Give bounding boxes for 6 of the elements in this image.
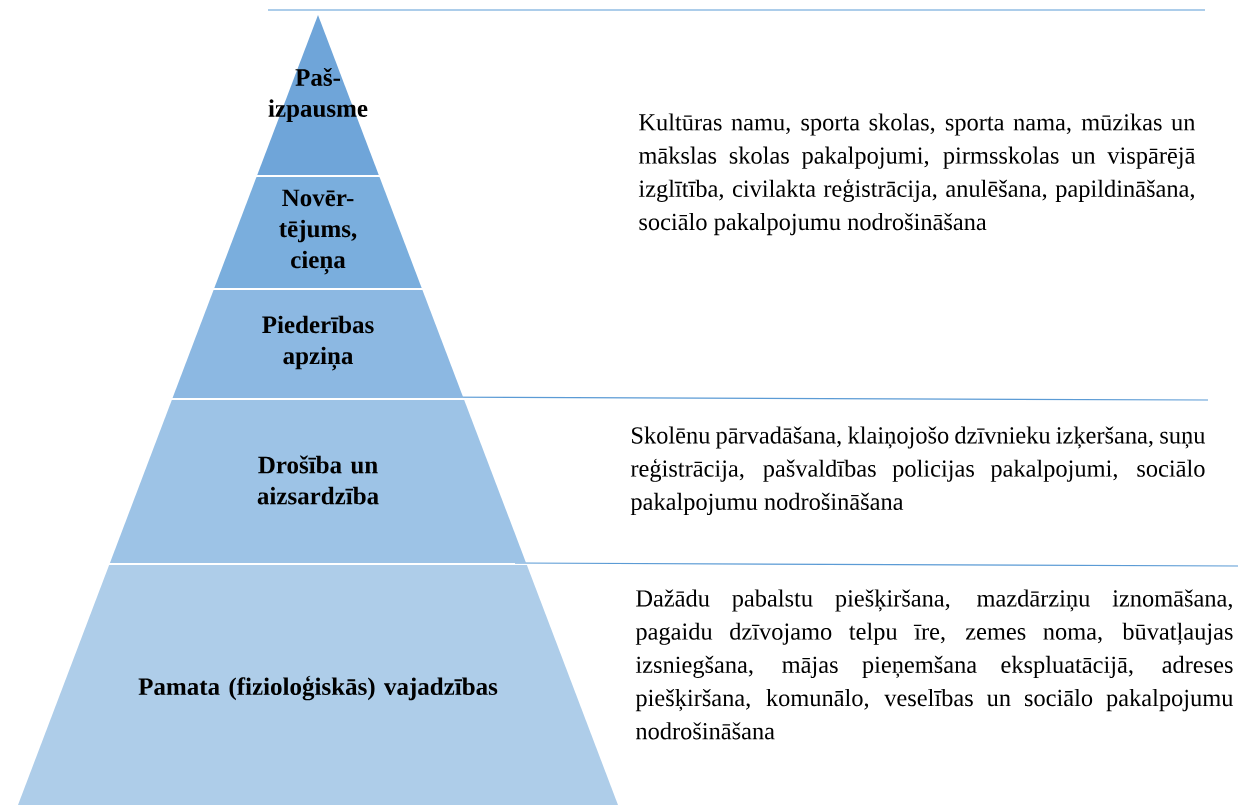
pyramid-level: Pamata (fizioloģiskās) vajadzības xyxy=(18,565,618,805)
description-text: Kultūras namu, sporta skolas, sporta nama, mūzikas un mākslas skolas pakalpojumi, pirmsskolas un vispārējā izglītība, civilakta reģistrācija, anulēšana, papildināšana, sociālo pakalpojumu nodrošināšana xyxy=(638,113,1196,236)
pyramid-level: Novēr- tējums, cieņa xyxy=(214,177,422,288)
pyramid-level: Piederības apziņa xyxy=(172,290,464,398)
description-text: Skolēnu pārvadāšana, klaiņojošo dzīvnieku izķeršana, suņu reģistrācija, pašvaldības policijas pakalpojumi, sociālo pakalpojumu nodrošināšana xyxy=(630,426,1206,515)
pyramid-level: Drošība un aizsardzība xyxy=(109,400,527,563)
